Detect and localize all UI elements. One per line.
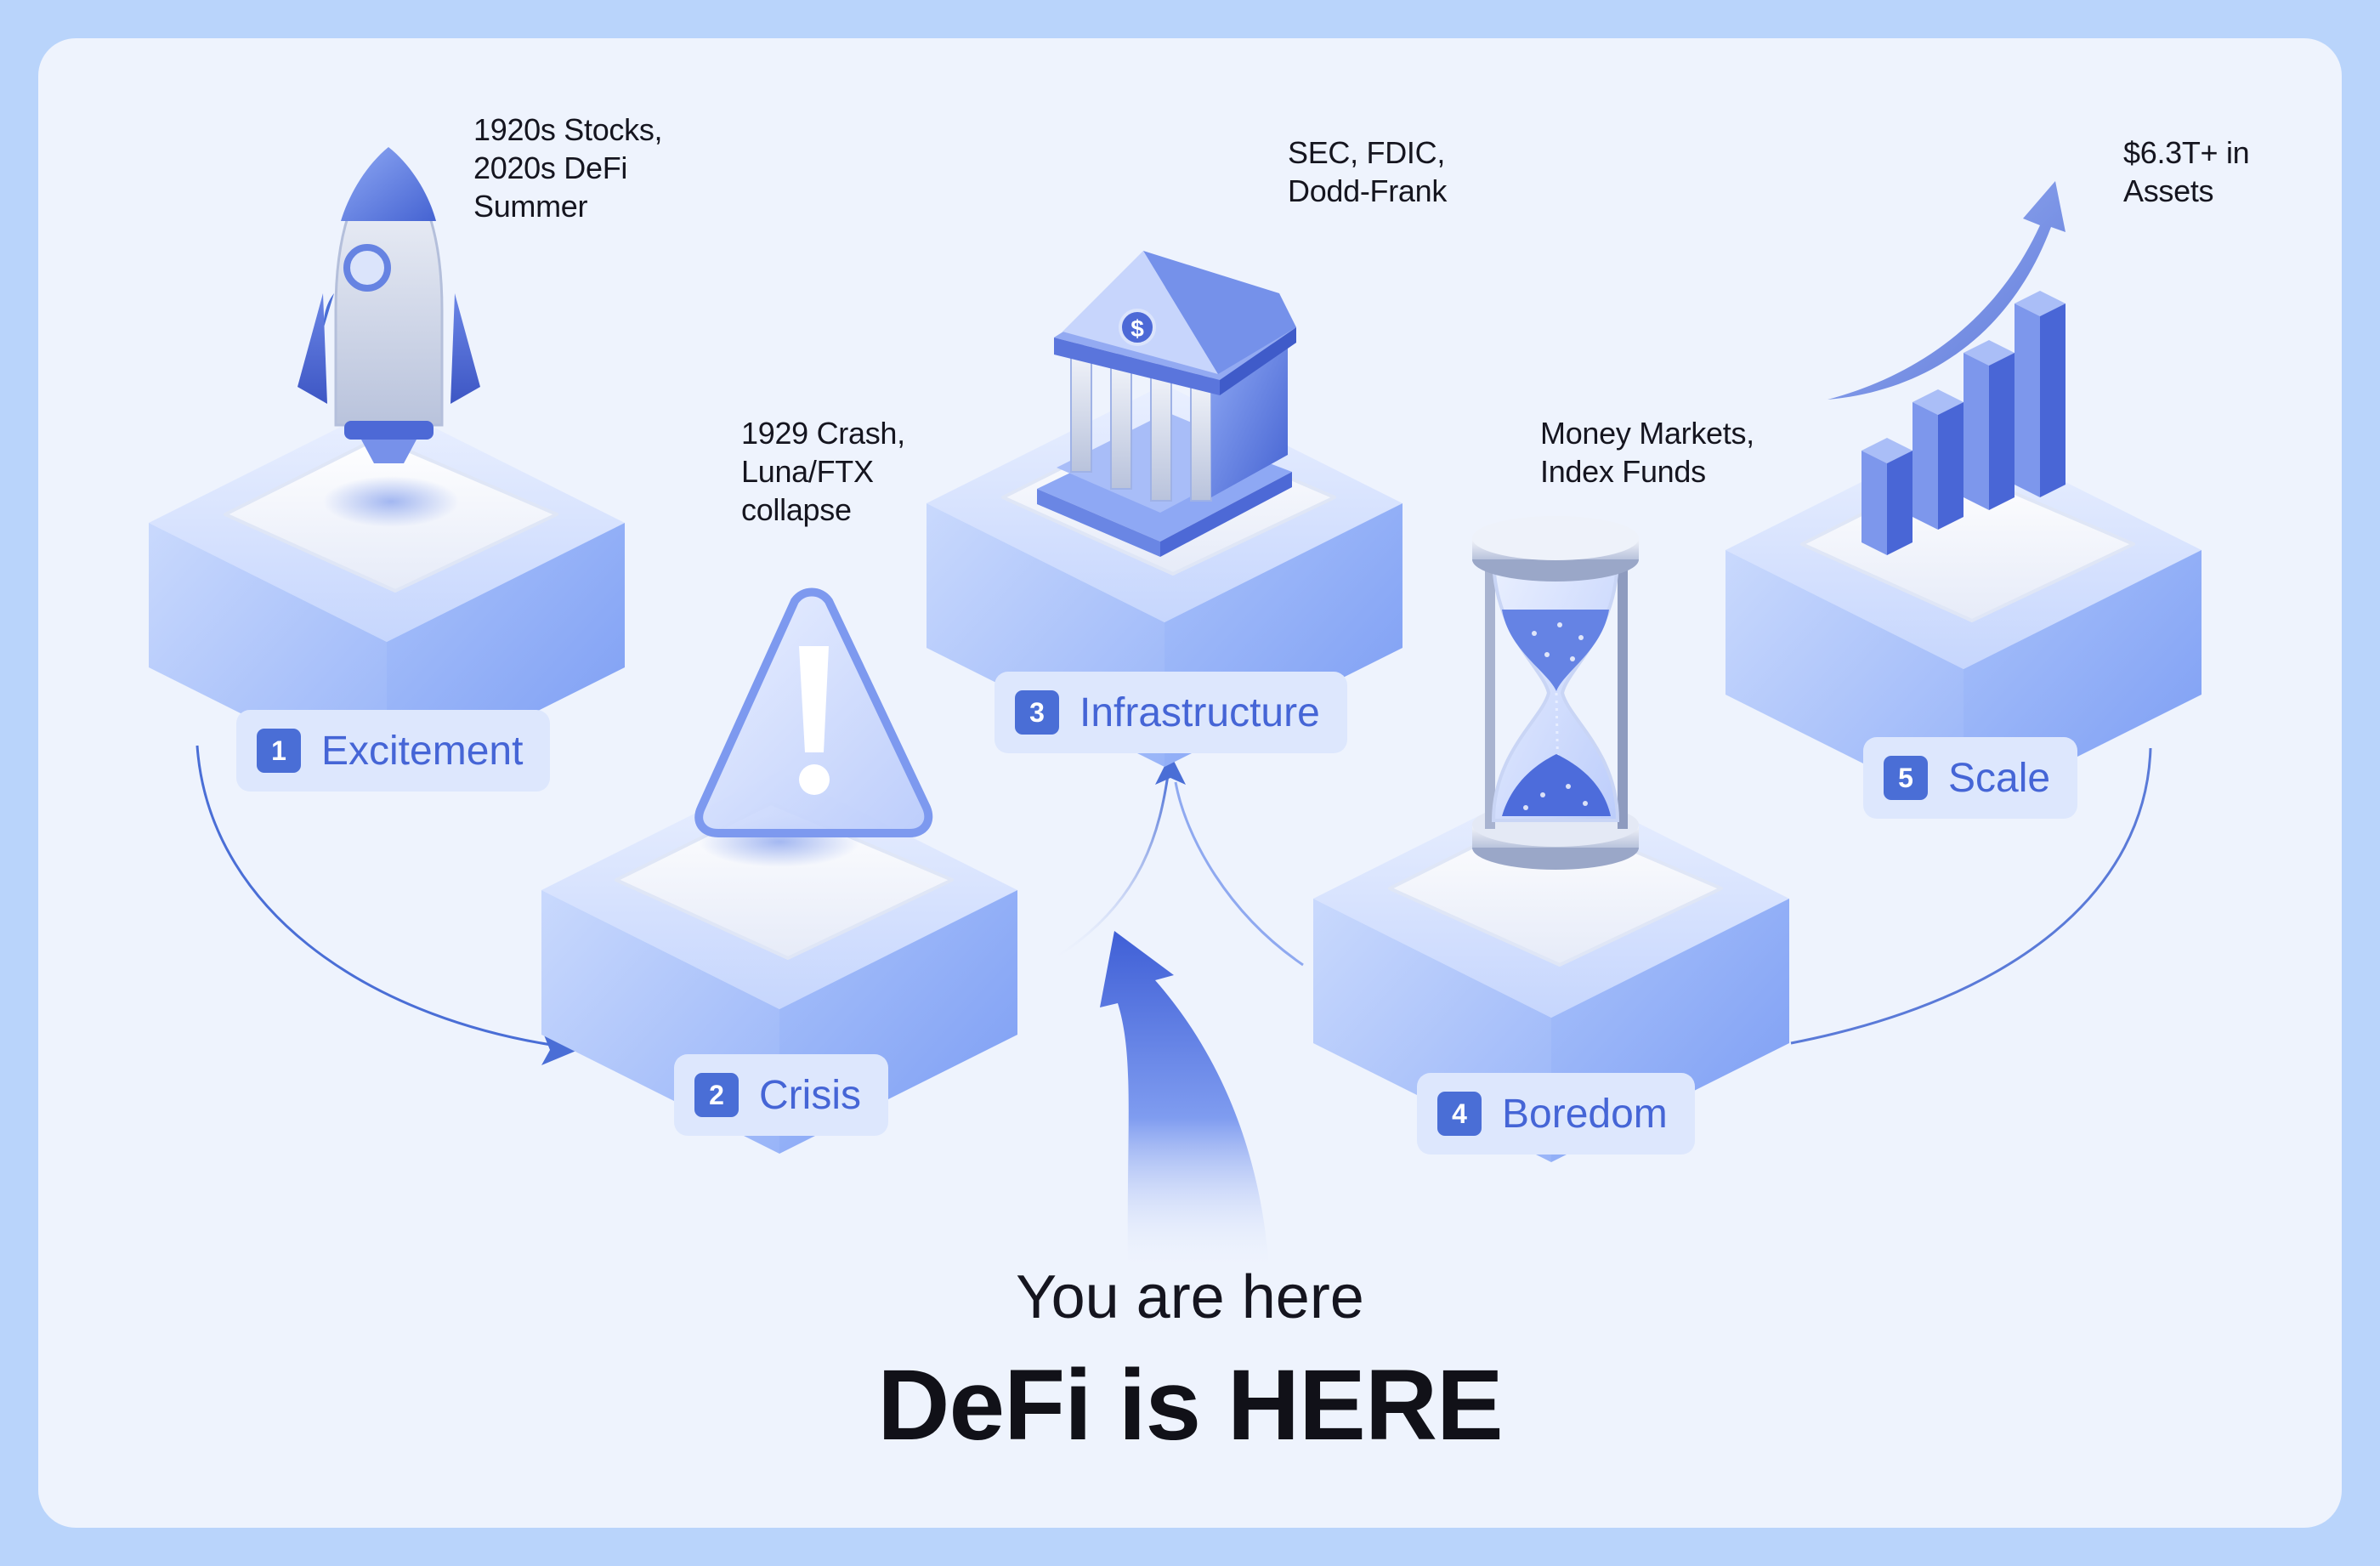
flow-arrow-4-to-3 bbox=[1174, 781, 1304, 967]
stage-number-badge: 2 bbox=[694, 1073, 739, 1117]
flow-arrows bbox=[196, 745, 2152, 1065]
you-are-here-arrow bbox=[1100, 931, 1269, 1271]
stage-number-badge: 5 bbox=[1884, 756, 1928, 800]
stage-3-note: SEC, FDIC,Dodd-Frank bbox=[1288, 135, 1448, 208]
hourglass-icon bbox=[1472, 516, 1639, 870]
stage-number-badge: 3 bbox=[1015, 690, 1059, 735]
stage-label-text: Scale bbox=[1948, 755, 2051, 801]
flow-arrow-2-to-3-head bbox=[1155, 754, 1186, 785]
stage-number-badge: 1 bbox=[257, 729, 301, 773]
stage-label-crisis: 2 Crisis bbox=[674, 1054, 888, 1136]
stage-label-infrastructure: 3 Infrastructure bbox=[994, 672, 1347, 753]
flow-arrow-4-to-5 bbox=[1790, 747, 2152, 1045]
warning-icon bbox=[694, 587, 933, 837]
diagram-frame: $ bbox=[38, 38, 2342, 1528]
you-are-here-text: You are here bbox=[1016, 1263, 1364, 1331]
rocket-icon bbox=[298, 147, 480, 463]
flow-arrow-1-to-2-head bbox=[541, 1033, 582, 1065]
growth-chart-icon bbox=[1828, 181, 2066, 555]
stage-label-boredom: 4 Boredom bbox=[1417, 1073, 1695, 1155]
stage-4-note: Money Markets,Index Funds bbox=[1540, 416, 1754, 489]
headline: DeFi is HERE bbox=[877, 1349, 1504, 1461]
stage-label-text: Boredom bbox=[1502, 1091, 1668, 1137]
stage-label-scale: 5 Scale bbox=[1863, 737, 2078, 819]
flow-arrow-2-to-3 bbox=[1049, 769, 1170, 962]
stage-label-text: Infrastructure bbox=[1080, 689, 1320, 735]
stage-number-badge: 4 bbox=[1437, 1092, 1482, 1136]
stage-label-text: Excitement bbox=[321, 728, 524, 774]
stage-label-excitement: 1 Excitement bbox=[236, 710, 551, 792]
svg-text:$: $ bbox=[1130, 315, 1144, 342]
bank-icon: $ bbox=[1037, 251, 1296, 557]
flow-arrow-1-to-2 bbox=[196, 745, 558, 1047]
stage-label-text: Crisis bbox=[759, 1072, 861, 1118]
